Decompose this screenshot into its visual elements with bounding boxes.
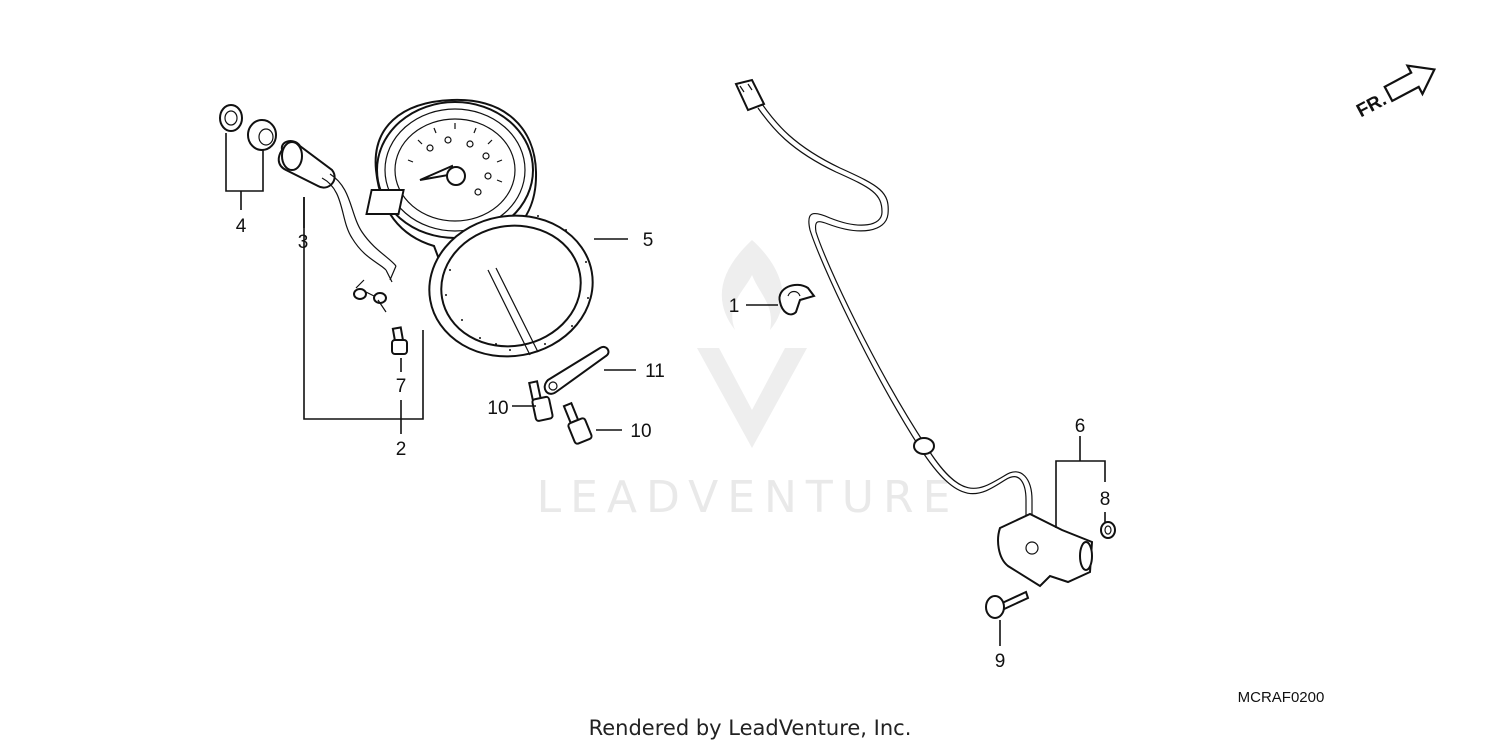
callout-10-right: 10 <box>630 421 651 442</box>
rendered-by-credit: Rendered by LeadVenture, Inc. <box>588 716 912 740</box>
part-8-o-ring <box>1100 521 1116 539</box>
part-3-bulb-socket <box>277 140 397 313</box>
part-6-speed-sensor-cable <box>734 78 1094 588</box>
front-direction-indicator: FR. <box>1353 64 1437 122</box>
part-4-socket-cap <box>219 104 277 151</box>
callout-11: 11 <box>645 361 665 382</box>
watermark-text: LEADVENTURE <box>537 472 960 523</box>
callout-4: 4 <box>236 216 247 237</box>
callout-1: 1 <box>729 296 740 317</box>
front-label: FR. <box>1353 89 1390 122</box>
part-10-screw-b <box>562 401 593 445</box>
part-11-stay-bracket <box>543 346 610 395</box>
callout-10-left: 10 <box>487 398 508 419</box>
watermark-v-logo-icon <box>697 348 807 448</box>
callout-9: 9 <box>995 651 1006 672</box>
diagram-code: MCRAF0200 <box>1238 689 1325 706</box>
callout-6: 6 <box>1075 416 1086 437</box>
callout-2: 2 <box>396 439 407 460</box>
front-arrow-icon <box>1383 64 1437 103</box>
callout-8: 8 <box>1100 489 1111 510</box>
watermark-flame-icon <box>721 240 783 330</box>
part-1-cable-clip <box>778 283 816 316</box>
part-5-mounting-rubber <box>428 214 594 358</box>
callout-7: 7 <box>396 376 407 397</box>
part-10-screw-a <box>528 380 554 422</box>
part-9-bolt <box>985 590 1030 619</box>
callout-5: 5 <box>643 230 654 251</box>
leadventure-watermark: LEADVENTURE <box>537 240 960 523</box>
part-7-screw <box>391 326 408 355</box>
callout-3: 3 <box>298 232 309 253</box>
